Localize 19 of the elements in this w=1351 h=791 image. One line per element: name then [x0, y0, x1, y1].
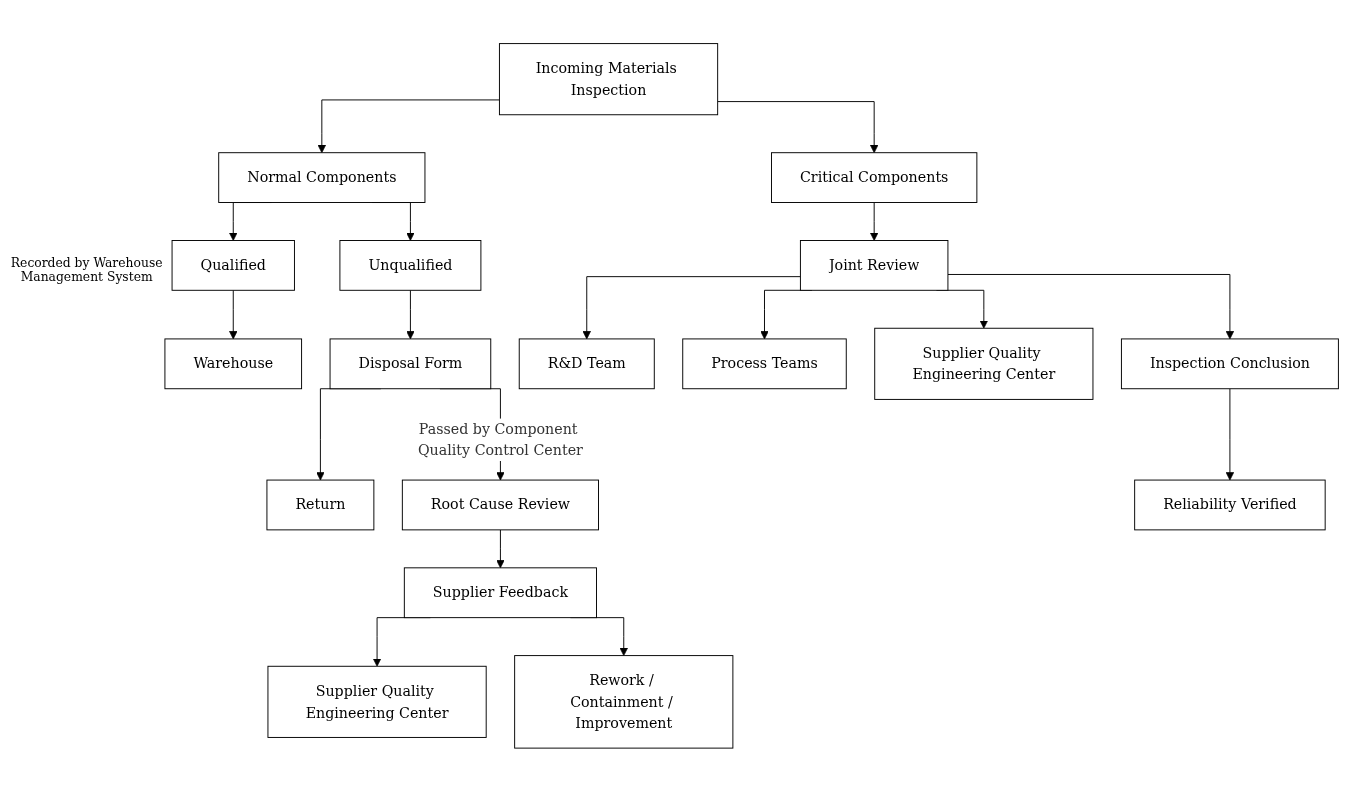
node-box: Reliability Verified — [1133, 479, 1326, 530]
node-box: Supplier Quality Engineering Center — [873, 327, 1093, 400]
node-box: Inspection Conclusion — [1120, 338, 1339, 389]
node-box: Incoming Materials Inspection — [498, 42, 718, 115]
node-box: Supplier Quality Engineering Center — [266, 665, 487, 738]
node-box: Disposal Form — [329, 338, 491, 389]
node-box: Rework / Containment / Improvement — [513, 654, 733, 749]
node-box: Warehouse — [163, 338, 302, 389]
node-box: Return — [265, 479, 374, 530]
node-box: Unqualified — [338, 239, 481, 291]
node-box: Qualified — [171, 239, 295, 291]
node-box: Normal Components — [217, 151, 425, 203]
node-box: Root Cause Review — [401, 479, 599, 530]
node-box: Supplier Feedback — [403, 567, 597, 618]
node-box: R&D Team — [518, 338, 655, 389]
node-box: Critical Components — [770, 151, 977, 203]
edge-label: Passed by Component Quality Control Center — [417, 419, 583, 459]
node-box: Process Teams — [681, 338, 847, 389]
note-text: Recorded by Warehouse Management System — [10, 254, 163, 283]
